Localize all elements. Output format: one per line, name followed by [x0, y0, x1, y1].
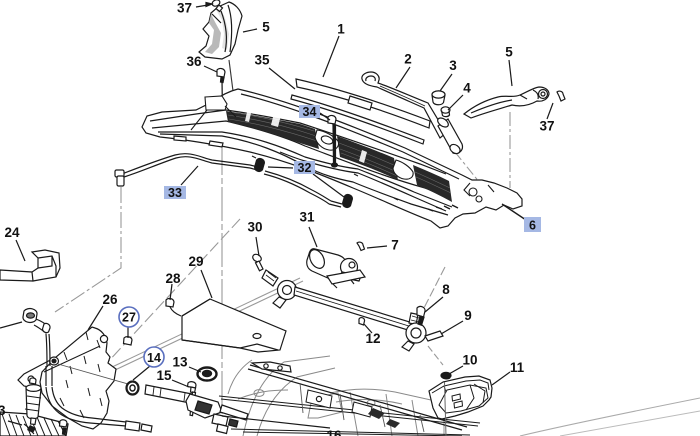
svg-text:14: 14 [147, 351, 161, 365]
svg-text:12: 12 [365, 331, 380, 346]
svg-text:33: 33 [168, 186, 182, 200]
svg-text:8: 8 [442, 282, 450, 297]
svg-text:10: 10 [462, 353, 477, 368]
svg-text:28: 28 [165, 271, 181, 286]
svg-text:37: 37 [539, 119, 554, 134]
svg-text:11: 11 [510, 360, 525, 375]
svg-text:24: 24 [4, 225, 20, 240]
svg-text:29: 29 [188, 254, 203, 269]
svg-text:7: 7 [391, 238, 399, 253]
svg-text:31: 31 [299, 210, 315, 225]
svg-text:3: 3 [449, 58, 457, 73]
svg-text:23: 23 [0, 403, 6, 418]
svg-text:2: 2 [404, 52, 412, 67]
svg-text:36: 36 [186, 54, 202, 69]
svg-text:16: 16 [326, 428, 342, 436]
svg-text:35: 35 [254, 53, 270, 68]
svg-text:5: 5 [262, 20, 270, 35]
svg-text:37: 37 [177, 1, 192, 16]
svg-text:4: 4 [463, 81, 471, 96]
svg-text:13: 13 [172, 355, 188, 370]
svg-text:30: 30 [247, 220, 262, 235]
svg-text:26: 26 [102, 292, 118, 307]
svg-text:5: 5 [505, 45, 513, 60]
svg-text:1: 1 [337, 22, 345, 37]
svg-text:9: 9 [464, 308, 472, 323]
svg-text:32: 32 [298, 161, 312, 175]
svg-text:15: 15 [156, 368, 172, 383]
svg-text:27: 27 [122, 311, 136, 325]
svg-text:6: 6 [529, 219, 536, 233]
svg-text:34: 34 [303, 105, 317, 119]
